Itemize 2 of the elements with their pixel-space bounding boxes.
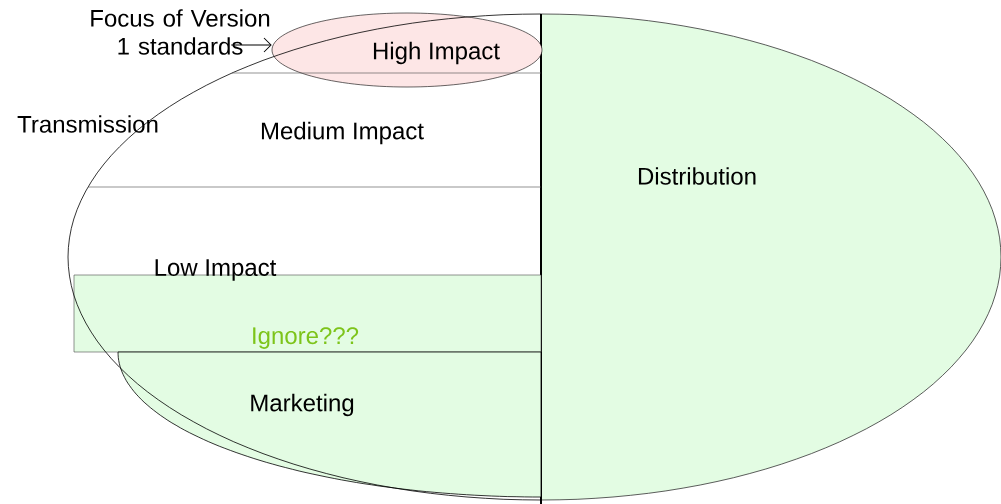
arrow <box>230 37 272 53</box>
node-label: Marketing <box>251 393 354 417</box>
